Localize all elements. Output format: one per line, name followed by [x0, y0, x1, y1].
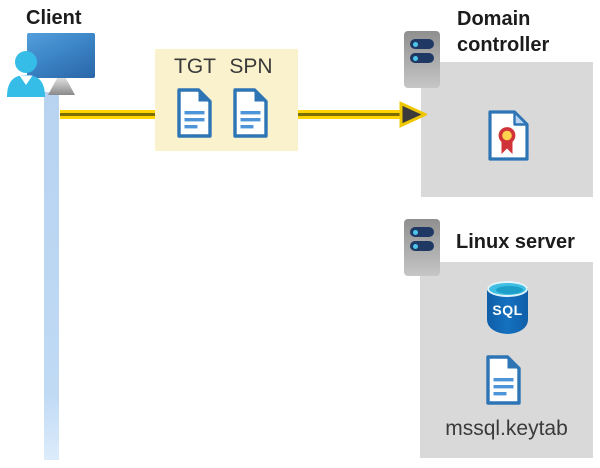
tgt-document-icon: [177, 88, 212, 138]
server-led-icon: [413, 243, 418, 249]
server-led-icon: [413, 41, 418, 47]
monitor-stand-icon: [48, 77, 75, 95]
server-slot-icon: [410, 227, 434, 237]
spn-document-icon: [233, 88, 268, 138]
server-led-icon: [413, 229, 418, 235]
person-icon: [7, 51, 45, 97]
ticket-highlight-box: TGT SPN: [155, 49, 298, 151]
domain-controller-label: Domain controller: [457, 8, 550, 56]
spn-label: SPN: [229, 55, 273, 78]
domain-controller-server-icon: [404, 31, 440, 88]
arrowhead-icon: [399, 101, 427, 128]
keytab-document-icon: [486, 355, 521, 405]
sql-database-icon: SQL: [487, 281, 528, 334]
client-label: Client: [26, 7, 82, 29]
server-slot-icon: [410, 39, 434, 49]
linux-server-icon: [404, 219, 440, 276]
sql-cylinder-top: [487, 281, 528, 297]
keytab-filename-label: mssql.keytab: [445, 417, 568, 440]
certificate-icon: [488, 110, 529, 161]
monitor-icon: [27, 33, 95, 78]
sql-badge-label: SQL: [492, 302, 523, 318]
sql-cylinder-top-inner: [496, 286, 523, 294]
server-slot-icon: [410, 53, 434, 63]
client-timeline-bar: [44, 92, 59, 460]
server-slot-icon: [410, 241, 434, 251]
tgt-label: TGT: [174, 55, 216, 78]
linux-server-label: Linux server: [456, 231, 575, 253]
server-led-icon: [413, 55, 418, 61]
